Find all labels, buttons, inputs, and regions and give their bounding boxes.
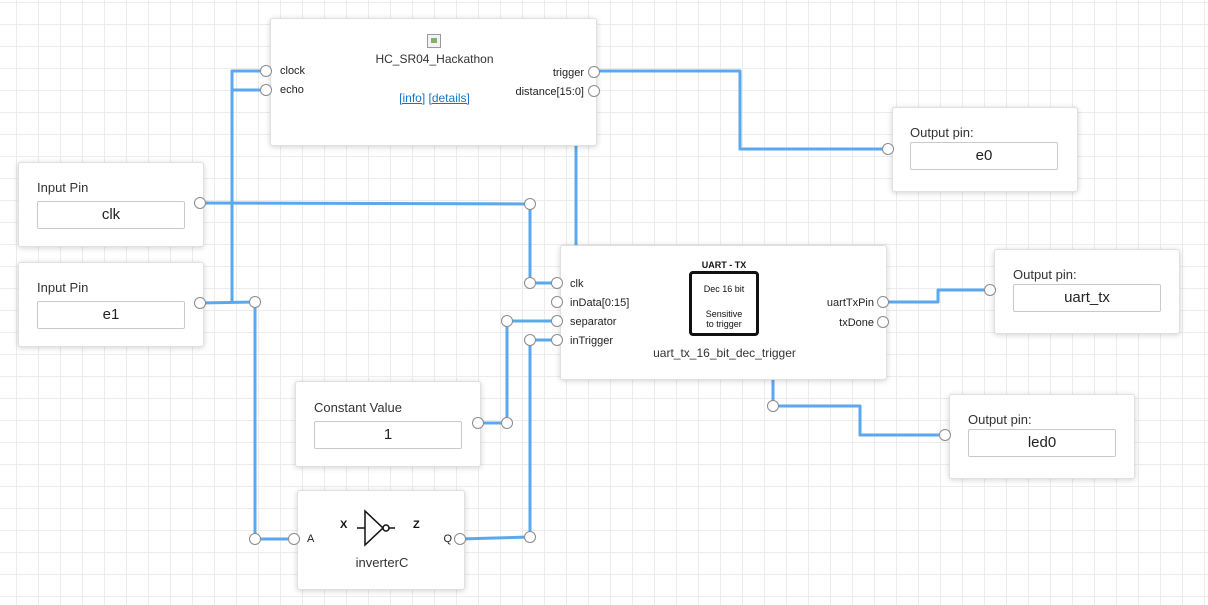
pin-label-txdone: txDone [839, 317, 874, 329]
details-link[interactable]: [details] [428, 91, 470, 105]
wire-junction[interactable] [524, 334, 536, 346]
pin-label-indata: inData[0:15] [570, 297, 630, 309]
wire-e1-out[interactable] [199, 300, 256, 305]
input-pin-name-field[interactable]: clk [37, 201, 185, 229]
uart-symbol-line2: Sensitive [705, 309, 743, 319]
wire-e1-to-inverter-a[interactable] [253, 302, 294, 541]
input-pin-name-field[interactable]: e1 [37, 301, 185, 329]
info-link[interactable]: [info] [399, 91, 426, 105]
wire-junction[interactable] [524, 198, 536, 210]
uart-tx-symbol: Dec 16 bit Sensitive to trigger [689, 271, 759, 336]
gate-input-letter: X [340, 519, 348, 531]
wire-junction[interactable] [249, 533, 261, 545]
module-name: inverterC [355, 555, 409, 570]
output-pin-led0[interactable]: Output pin: led0 [949, 394, 1135, 479]
output-pin-title: Output pin: [968, 412, 1032, 427]
wire-inverter-q-to-intrigger[interactable] [459, 338, 557, 541]
pin-label-separator: separator [570, 316, 617, 328]
pin-e1-out[interactable] [194, 297, 206, 309]
wire-junction[interactable] [501, 417, 513, 429]
wire-junction[interactable] [501, 315, 513, 327]
uart-symbol-title: UART - TX [701, 260, 747, 270]
pin-distance[interactable] [588, 85, 600, 97]
output-pin-title: Output pin: [1013, 267, 1077, 282]
input-pin-title: Input Pin [37, 180, 89, 195]
output-pin-name-field[interactable]: led0 [968, 429, 1116, 457]
pin-label-uarttxpin: uartTxPin [826, 297, 874, 309]
output-pin-name-field[interactable]: e0 [910, 142, 1058, 170]
uart-symbol-line1: Dec 16 bit [703, 284, 745, 294]
module-image-icon [427, 34, 441, 48]
pin-label-q: Q [443, 533, 452, 545]
pin-label-trigger: trigger [552, 67, 584, 79]
wire-constant-to-separator[interactable] [478, 319, 557, 425]
constant-value-field[interactable]: 1 [314, 421, 462, 449]
pin-label-clock: clock [280, 65, 306, 77]
pin-inverter-a[interactable] [288, 533, 300, 545]
pin-uart-tx-in[interactable] [984, 284, 996, 296]
input-pin-e1[interactable]: Input Pin e1 [18, 262, 204, 347]
pin-label-distance: distance[15:0] [515, 86, 585, 98]
output-pin-title: Output pin: [910, 125, 974, 140]
pin-trigger[interactable] [588, 66, 600, 78]
inverter-node[interactable]: X Z inverterC A Q [297, 490, 465, 590]
input-pin-clk[interactable]: Input Pin clk [18, 162, 204, 247]
module-uart-tx[interactable]: Dec 16 bit Sensitive to trigger UART - T… [560, 245, 887, 380]
pin-label-intrigger: inTrigger [570, 335, 613, 347]
pin-inverter-q[interactable] [454, 533, 466, 545]
pin-constant-out[interactable] [472, 417, 484, 429]
pin-uart-txdone[interactable] [877, 316, 889, 328]
pin-label-a: A [307, 533, 315, 545]
constant-title: Constant Value [314, 400, 402, 415]
module-name: uart_tx_16_bit_dec_trigger [653, 346, 796, 360]
wire-junction[interactable] [524, 531, 536, 543]
pin-uart-separator[interactable] [551, 315, 563, 327]
pin-led0-in[interactable] [939, 429, 951, 441]
pin-e0-in[interactable] [882, 143, 894, 155]
constant-value-node[interactable]: Constant Value 1 [295, 381, 481, 467]
pin-clk-out[interactable] [194, 197, 206, 209]
pin-echo[interactable] [260, 84, 272, 96]
output-pin-name-field[interactable]: uart_tx [1013, 284, 1161, 312]
wire-uart-to-led0[interactable] [771, 380, 945, 437]
pin-uart-indata[interactable] [551, 296, 563, 308]
wire-e1-to-clock[interactable] [230, 69, 266, 303]
uart-symbol-line3: to trigger [706, 319, 742, 329]
input-pin-title: Input Pin [37, 280, 89, 295]
wire-uarttxpin-to-uart-tx[interactable] [883, 288, 990, 304]
output-pin-uart-tx[interactable]: Output pin: uart_tx [994, 249, 1180, 334]
wire-clk-to-uart-clk[interactable] [199, 201, 557, 285]
wire-trigger-to-e0[interactable] [594, 69, 888, 151]
pin-label-clk: clk [570, 278, 584, 290]
module-links: [info] [details] [271, 91, 598, 105]
not-gate-icon [357, 509, 395, 547]
pin-uart-uarttxpin[interactable] [877, 296, 889, 308]
output-pin-e0[interactable]: Output pin: e0 [892, 107, 1078, 192]
wire-junction[interactable] [524, 277, 536, 289]
pin-clock[interactable] [260, 65, 272, 77]
pin-uart-intrigger[interactable] [551, 334, 563, 346]
module-name: HC_SR04_Hackathon [375, 52, 494, 66]
module-hc-sr04[interactable]: HC_SR04_Hackathon [info] [details] clock… [270, 18, 597, 146]
wire-junction[interactable] [249, 296, 261, 308]
gate-output-letter: Z [413, 519, 420, 531]
wire-junction[interactable] [767, 400, 779, 412]
pin-label-echo: echo [280, 84, 304, 96]
pin-uart-clk[interactable] [551, 277, 563, 289]
